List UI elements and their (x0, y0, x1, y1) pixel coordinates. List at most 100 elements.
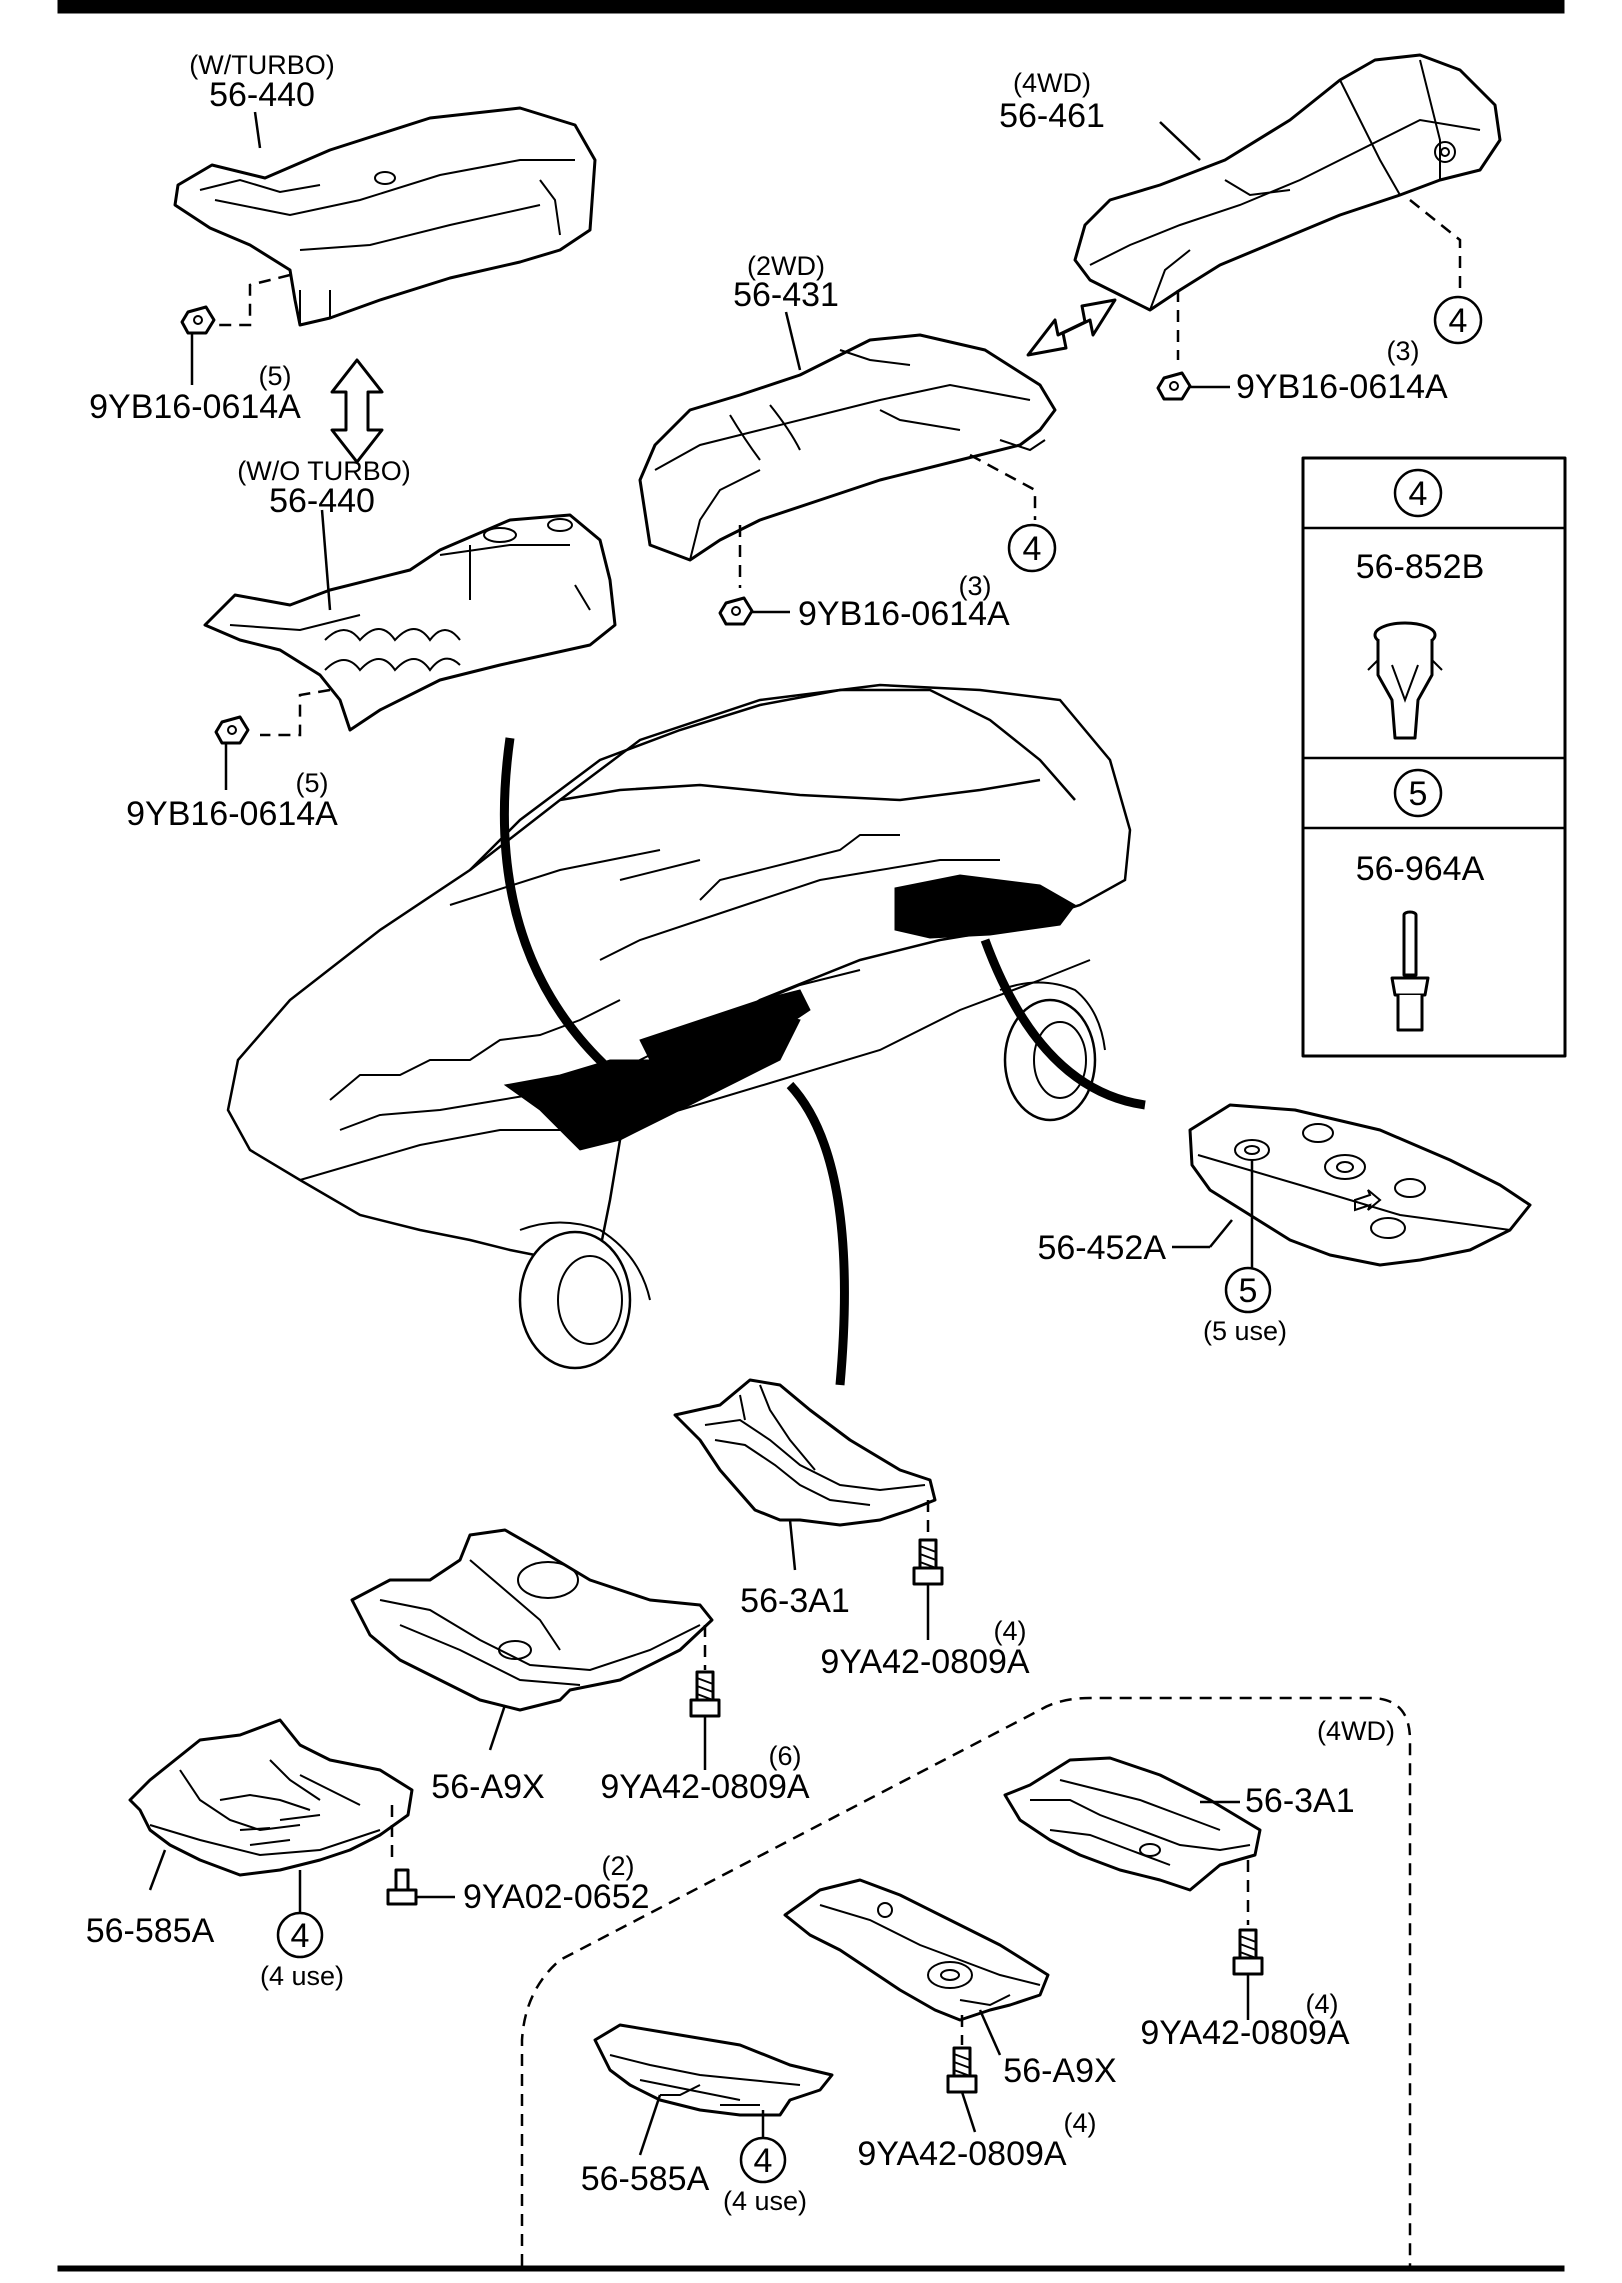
heat-insulator-non-turbo (203, 513, 617, 732)
leader-4wd-clip-dash (1409, 199, 1462, 290)
curve-to-rear-insulator (980, 938, 1146, 1110)
leader-turbo-nut-dash (215, 273, 291, 327)
qty-front-bolt: (2) (602, 1851, 635, 1881)
legend-ref-5: 5 (1409, 775, 1428, 813)
variant-label-4wd: (4WD) (1013, 68, 1091, 98)
legend-ref-circle-5 (1393, 768, 1443, 818)
wd4-front-ref-number: 4 (754, 2142, 773, 2180)
wd4-mid-qty: (4) (1064, 2108, 1097, 2138)
leader-4wd-part (1159, 121, 1201, 161)
use-count-rear: (5 use) (1203, 1316, 1287, 1346)
bolt-icon-wd4-mid (946, 2046, 978, 2094)
nut-number-turbo: 9YB16-0614A (89, 388, 301, 426)
ref-number-4wd: 4 (1449, 302, 1468, 340)
qty-tunnel-bolt: (4) (994, 1616, 1027, 1646)
alternate-arrow-vertical (330, 358, 384, 464)
use-count-front: (4 use) (260, 1961, 344, 1991)
pin-rivet-icon (1390, 910, 1430, 1032)
wd4-group-title: (4WD) (1317, 1716, 1395, 1746)
fastener-legend: 4 56-852B 5 56-964A (1301, 456, 1567, 1058)
leader-rear-part-2 (1209, 1219, 1233, 1248)
bolt-icon-mid (689, 1670, 721, 1718)
variant-label-turbo: (W/TURBO) (189, 50, 334, 80)
vehicle-insulator-center (639, 989, 811, 1081)
heat-insulator-4wd (1073, 53, 1502, 312)
ref-number-front: 4 (291, 1917, 310, 1955)
qty-2wd-nut: (3) (959, 571, 992, 601)
wd4-group-boundary (520, 1696, 1412, 2266)
nut-icon-4wd (1156, 371, 1192, 401)
bolt-number-front: 9YA02-0652 (463, 1878, 650, 1916)
qty-mid-bolt: (6) (769, 1741, 802, 1771)
ref-number-rear: 5 (1239, 1272, 1258, 1310)
leader-non-turbo-part (320, 509, 332, 611)
legend-ref-4: 4 (1409, 475, 1428, 513)
ref-circle-front (276, 1911, 324, 1959)
qty-non-turbo-nut: (5) (296, 768, 329, 798)
wd4-front-part-number: 56-585A (581, 2160, 710, 2198)
heat-insulator-2wd (638, 333, 1057, 562)
leader-tunnel-part (788, 1519, 797, 1571)
part-number-mid: 56-A9X (431, 1768, 544, 1806)
wd4-tunnel-part-number: 56-3A1 (1245, 1782, 1355, 1820)
qty-4wd-nut: (3) (1387, 336, 1420, 366)
variant-label-2wd: (2WD) (747, 251, 825, 281)
rear-insulator (1188, 1103, 1532, 1267)
variant-label-non-turbo: (W/O TURBO) (237, 456, 410, 486)
nut-icon-turbo (180, 305, 216, 335)
wd4-front-ref-circle (739, 2136, 787, 2184)
ref-circle-4wd (1433, 295, 1483, 345)
part-number-turbo: 56-440 (209, 76, 315, 114)
bolt-number-mid: 9YA42-0809A (600, 1768, 810, 1806)
bolt-icon-front (386, 1868, 418, 1906)
curve-to-tunnel-cover (786, 1081, 849, 1386)
heat-insulator-turbo (173, 106, 597, 327)
nut-number-non-turbo: 9YB16-0614A (126, 795, 338, 833)
vehicle-insulator-rear (894, 874, 1076, 939)
part-number-4wd: 56-461 (999, 97, 1105, 135)
qty-turbo-nut: (5) (259, 361, 292, 391)
mid-under-cover (350, 1528, 714, 1712)
nut-icon-2wd (718, 596, 754, 626)
part-number-tunnel: 56-3A1 (740, 1582, 850, 1620)
leader-wd4-front-part (638, 2094, 662, 2156)
bolt-icon-tunnel (912, 1538, 944, 1586)
ref-circle-rear (1224, 1266, 1272, 1314)
part-number-rear: 56-452A (1037, 1229, 1166, 1267)
part-number-non-turbo: 56-440 (269, 482, 375, 520)
nut-number-2wd: 9YB16-0614A (798, 595, 1010, 633)
wd4-mid-cover (783, 1878, 1050, 2022)
leader-turbo-part (253, 111, 262, 149)
part-number-2wd: 56-431 (733, 276, 839, 314)
legend-ref-circle-4 (1393, 468, 1443, 518)
wd4-mid-part-number: 56-A9X (1003, 2052, 1116, 2090)
alternate-arrow-diagonal (1026, 298, 1117, 357)
wd4-tunnel-bolt-number: 9YA42-0809A (1140, 2014, 1350, 2052)
bottom-border (57, 2265, 1565, 2272)
curve-to-engine-insulator (499, 737, 614, 1074)
bolt-icon-wd4-tunnel (1232, 1928, 1264, 1976)
wd4-tunnel-qty: (4) (1306, 1989, 1339, 2019)
top-border (57, 0, 1565, 14)
leader-2wd-clip-dash (969, 453, 1037, 520)
leader-front-part (148, 1849, 167, 1891)
tunnel-cover (673, 1378, 937, 1527)
leader-non-turbo-nut-dash (260, 688, 331, 737)
part-number-front: 56-585A (86, 1912, 215, 1950)
legend-part-5: 56-964A (1356, 850, 1485, 888)
leader-mid-part (488, 1704, 507, 1751)
nut-icon-non-turbo (214, 715, 250, 745)
front-under-cover (128, 1718, 414, 1877)
ref-number-2wd: 4 (1023, 530, 1042, 568)
wd4-mid-bolt-number: 9YA42-0809A (857, 2135, 1067, 2173)
wd4-front-cover (593, 2023, 834, 2117)
bolt-number-tunnel: 9YA42-0809A (820, 1643, 1030, 1681)
push-clip-icon (1367, 621, 1443, 740)
legend-part-4: 56-852B (1356, 548, 1485, 586)
leader-wd4-mid-bolt (960, 2091, 977, 2133)
ref-circle-2wd (1007, 523, 1057, 573)
leader-2wd-part (784, 311, 802, 371)
leader-wd4-mid-part (978, 2009, 1002, 2056)
